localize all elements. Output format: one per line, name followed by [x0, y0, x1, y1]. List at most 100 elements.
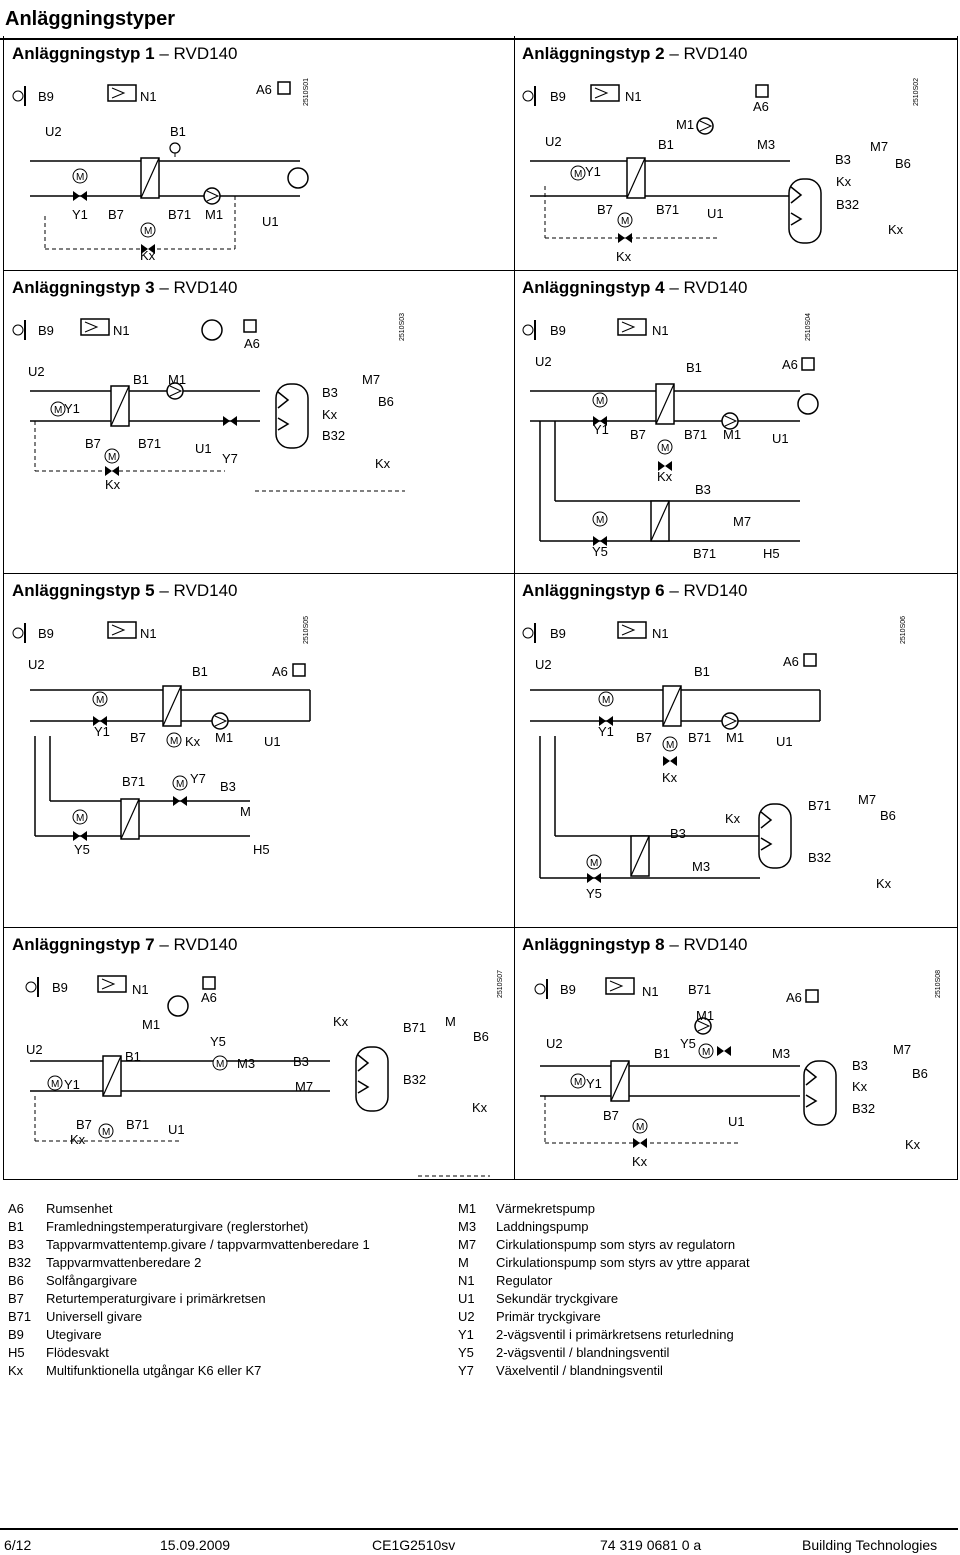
- figure-code: 2510S03: [399, 313, 406, 341]
- svg-text:B9: B9: [38, 626, 54, 641]
- svg-text:B3: B3: [322, 385, 338, 400]
- panel-title-rest: – RVD140: [154, 44, 238, 63]
- svg-text:M1: M1: [215, 730, 233, 745]
- figure-code: 2510S08: [935, 970, 942, 998]
- figure-code: 2510S01: [303, 78, 310, 106]
- svg-text:B3: B3: [695, 482, 711, 497]
- panel-title-rest: – RVD140: [664, 278, 748, 297]
- svg-text:Kx: Kx: [185, 734, 201, 749]
- svg-text:M1: M1: [142, 1017, 160, 1032]
- svg-text:U2: U2: [546, 1036, 563, 1051]
- svg-text:M1: M1: [726, 730, 744, 745]
- svg-text:M7: M7: [295, 1079, 313, 1094]
- panel-title-bold: Anläggningstyp 1: [12, 44, 155, 63]
- svg-text:M7: M7: [362, 372, 380, 387]
- svg-text:Kx: Kx: [632, 1154, 648, 1169]
- svg-text:B9: B9: [38, 323, 54, 338]
- svg-text:B71: B71: [808, 798, 831, 813]
- svg-text:M1: M1: [168, 372, 186, 387]
- panel-title-bold: Anläggningstyp 3: [12, 278, 155, 297]
- svg-text:B71: B71: [403, 1020, 426, 1035]
- svg-text:B7: B7: [597, 202, 613, 217]
- svg-text:Kx: Kx: [333, 1014, 349, 1029]
- svg-text:B71: B71: [138, 436, 161, 451]
- svg-text:N1: N1: [625, 89, 642, 104]
- svg-text:U2: U2: [535, 657, 552, 672]
- footer: 6/12 15.09.2009 CE1G2510sv 74 319 0681 0…: [0, 1528, 958, 1554]
- svg-text:Y1: Y1: [64, 401, 80, 416]
- panel-title-bold: Anläggningstyp 2: [522, 44, 665, 63]
- svg-text:U1: U1: [776, 734, 793, 749]
- svg-text:U2: U2: [26, 1042, 43, 1057]
- svg-text:B1: B1: [654, 1046, 670, 1061]
- svg-text:U2: U2: [545, 134, 562, 149]
- panel-title-rest: – RVD140: [154, 935, 238, 954]
- svg-text:B6: B6: [473, 1029, 489, 1044]
- svg-text:Kx: Kx: [140, 248, 156, 263]
- svg-text:Kx: Kx: [662, 770, 678, 785]
- svg-text:A6: A6: [786, 990, 802, 1005]
- figure-code: 2510S02: [913, 78, 920, 106]
- svg-text:B3: B3: [220, 779, 236, 794]
- svg-text:B3: B3: [835, 152, 851, 167]
- svg-text:M7: M7: [858, 792, 876, 807]
- svg-text:A6: A6: [201, 990, 217, 1005]
- document-id: CE1G2510sv: [372, 1537, 456, 1553]
- svg-text:A6: A6: [256, 82, 272, 97]
- svg-text:A6: A6: [783, 654, 799, 669]
- svg-text:Y1: Y1: [585, 164, 601, 179]
- svg-text:Y7: Y7: [222, 451, 238, 466]
- svg-text:M1: M1: [676, 117, 694, 132]
- figure-code: 2510S04: [805, 313, 812, 341]
- svg-text:B6: B6: [912, 1066, 928, 1081]
- svg-text:U1: U1: [728, 1114, 745, 1129]
- svg-text:U1: U1: [195, 441, 212, 456]
- panel-title-bold: Anläggningstyp 4: [522, 278, 665, 297]
- divider-row-1: [4, 270, 957, 271]
- svg-text:Y5: Y5: [592, 544, 608, 559]
- svg-text:Y5: Y5: [74, 842, 90, 857]
- svg-text:Kx: Kx: [616, 249, 632, 264]
- svg-text:U1: U1: [262, 214, 279, 229]
- svg-text:U1: U1: [264, 734, 281, 749]
- svg-text:B7: B7: [130, 730, 146, 745]
- svg-text:Y1: Y1: [64, 1077, 80, 1092]
- svg-text:Y1: Y1: [593, 422, 609, 437]
- svg-text:B71: B71: [126, 1117, 149, 1132]
- svg-text:N1: N1: [140, 626, 157, 641]
- panel-title-rest: – RVD140: [664, 581, 748, 600]
- svg-text:Kx: Kx: [70, 1132, 86, 1147]
- svg-text:B71: B71: [693, 546, 716, 561]
- svg-text:Kx: Kx: [836, 174, 852, 189]
- svg-text:B32: B32: [836, 197, 859, 212]
- svg-text:N1: N1: [113, 323, 130, 338]
- svg-text:B32: B32: [852, 1101, 875, 1116]
- svg-text:B7: B7: [85, 436, 101, 451]
- svg-text:B32: B32: [808, 850, 831, 865]
- figure-code: 2510S05: [303, 616, 310, 644]
- svg-text:B9: B9: [38, 89, 54, 104]
- svg-text:B6: B6: [895, 156, 911, 171]
- svg-text:B32: B32: [322, 428, 345, 443]
- svg-text:B3: B3: [852, 1058, 868, 1073]
- svg-text:A6: A6: [782, 357, 798, 372]
